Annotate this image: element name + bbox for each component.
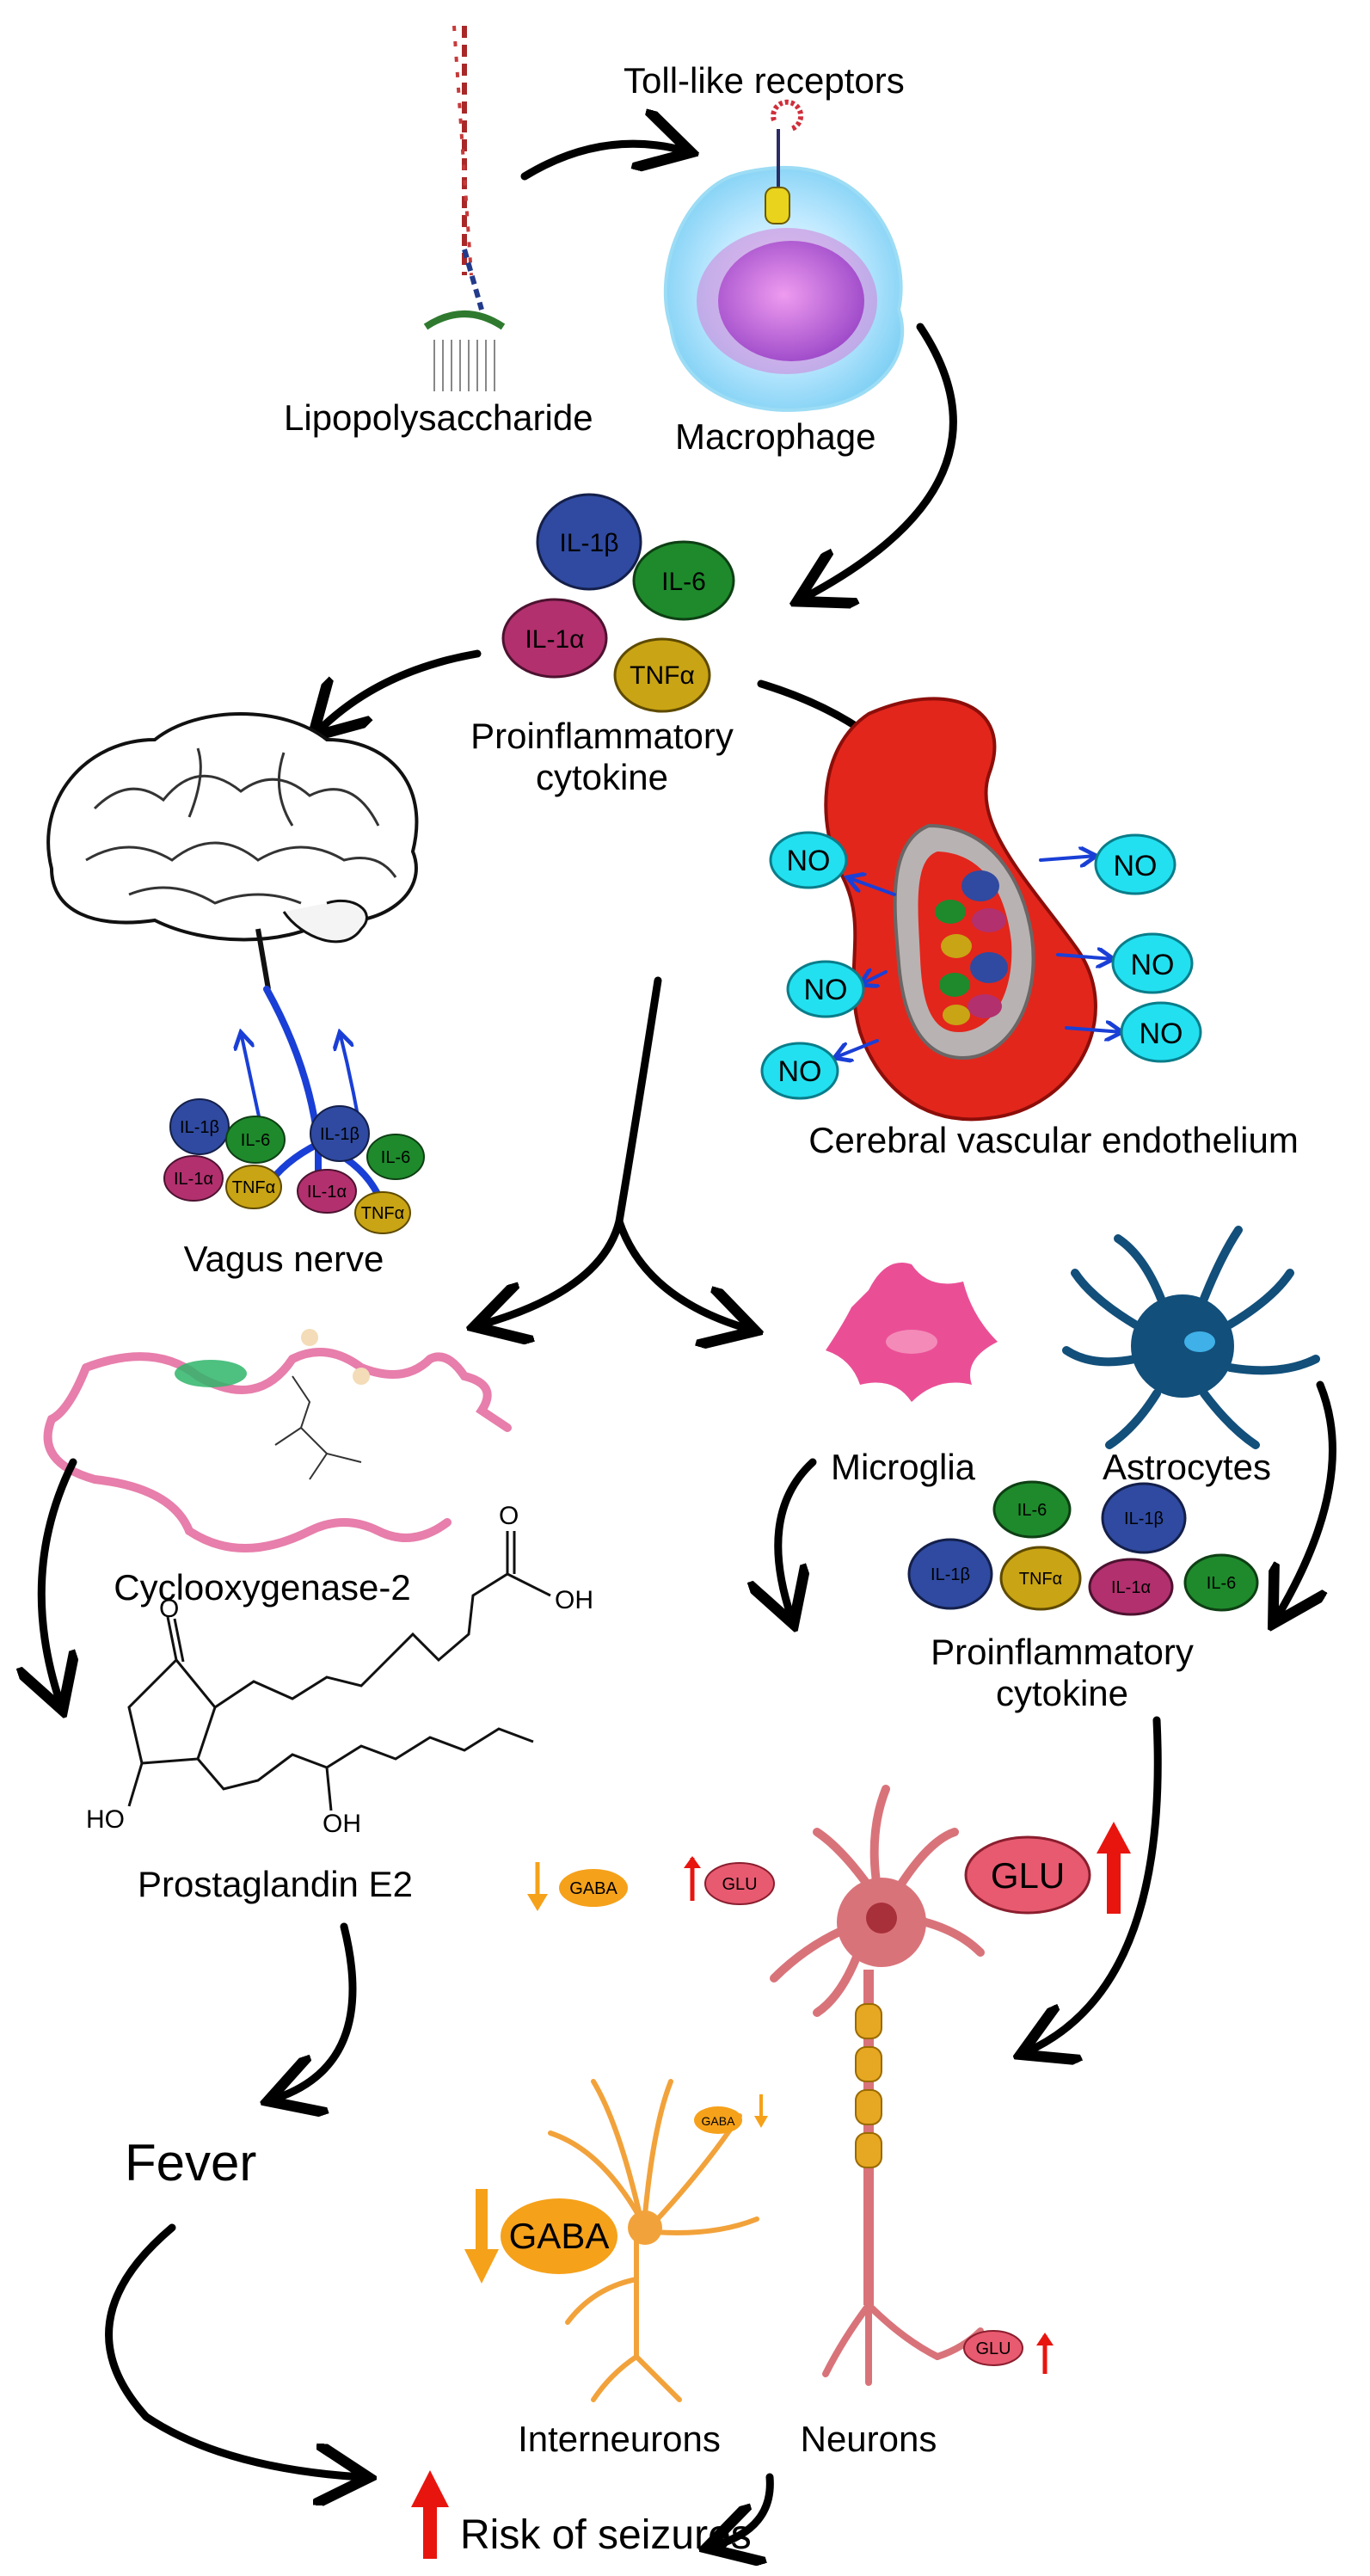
- svg-text:IL-1β: IL-1β: [931, 1565, 970, 1584]
- svg-text:GLU: GLU: [722, 1875, 757, 1894]
- svg-text:IL-6: IL-6: [661, 568, 706, 596]
- neuron-cell: [770, 1785, 985, 2386]
- cytokine-tnfa: TNFα: [613, 637, 711, 713]
- svg-text:IL-1β: IL-1β: [180, 1118, 219, 1137]
- svg-text:NO: NO: [1140, 1017, 1183, 1050]
- no-molecule: NO: [760, 1042, 839, 1100]
- gaba-decrease-tiny: GABA: [694, 2094, 768, 2134]
- arrow-interneurons-to-risk: [714, 2473, 774, 2546]
- cytokine-label-top: cytokine: [536, 757, 668, 797]
- cytokine-il1b: IL-1β: [536, 493, 642, 591]
- arrow-cox2-to-prostaglandin: [41, 1458, 73, 1703]
- cytokine-cluster-vagus: IL-1β IL-6 IL-1α TNFα IL-1β IL-6 IL-1α T…: [163, 1098, 425, 1234]
- blood-vessel: [824, 697, 1097, 1122]
- nitric-oxide-group: NO NO NO NO NO NO: [760, 831, 1202, 1100]
- svg-text:TNFα: TNFα: [361, 1204, 404, 1223]
- no-molecule: NO: [786, 960, 865, 1018]
- prostaglandin-e2-structure: [127, 1531, 551, 1811]
- arrow-cytokine-to-neurons: [1028, 1716, 1162, 2051]
- svg-text:TNFα: TNFα: [1019, 1570, 1062, 1589]
- acid-o-label: O: [499, 1502, 519, 1530]
- svg-text:IL-1α: IL-1α: [525, 625, 584, 654]
- svg-text:IL-1β: IL-1β: [560, 529, 619, 557]
- svg-text:TNFα: TNFα: [232, 1178, 275, 1197]
- no-molecule: NO: [769, 831, 848, 889]
- arrow-lps-to-tlr: [520, 144, 684, 181]
- arrow-to-microglia: [615, 1217, 748, 1329]
- svg-text:NO: NO: [1131, 949, 1175, 981]
- risk-of-seizures-label: Risk of seizures: [460, 2512, 752, 2558]
- glu-increase-neuron: GLU: [963, 2330, 1054, 2374]
- macrophage-label: Macrophage: [675, 416, 875, 457]
- no-molecule: NO: [1120, 1001, 1202, 1063]
- svg-text:GABA: GABA: [702, 2114, 736, 2128]
- cytokine-il1a: IL-1α: [501, 598, 608, 679]
- svg-text:NO: NO: [804, 974, 848, 1006]
- arrow-macrophage-to-cytokine: [804, 323, 957, 598]
- svg-text:IL-6: IL-6: [381, 1148, 410, 1167]
- cyclooxygenase-2-protein: [43, 1329, 512, 1552]
- svg-text:NO: NO: [1114, 850, 1158, 882]
- svg-text:IL-6: IL-6: [1207, 1574, 1236, 1593]
- cytokine-label-bottom: cytokine: [996, 1673, 1128, 1713]
- acid-oh-label: OH: [555, 1586, 593, 1614]
- cytokine-cluster-bottom: IL-6 IL-1β IL-1β TNFα IL-1α IL-6: [907, 1480, 1259, 1616]
- svg-text:TNFα: TNFα: [630, 661, 695, 690]
- svg-text:IL-1α: IL-1α: [174, 1170, 213, 1189]
- gaba-decrease-large: GABA: [464, 2189, 617, 2284]
- svg-text:NO: NO: [778, 1055, 822, 1088]
- lipopolysaccharide-label: Lipopolysaccharide: [284, 397, 593, 438]
- toll-like-receptor: [765, 99, 804, 224]
- arrow-cytokine-to-brain: [318, 649, 482, 731]
- cytokine-il6: IL-6: [632, 540, 735, 621]
- microglia-label: Microglia: [831, 1447, 976, 1487]
- svg-text:IL-1α: IL-1α: [1111, 1578, 1151, 1597]
- gaba-decrease-small: GABA: [527, 1862, 628, 1911]
- arrow-fever-to-risk: [105, 2223, 361, 2477]
- ho-label: HO: [86, 1805, 125, 1834]
- microglia-cell: [826, 1263, 998, 1402]
- svg-text:IL-1β: IL-1β: [1124, 1509, 1164, 1528]
- svg-text:GABA: GABA: [509, 2216, 610, 2256]
- no-molecule: NO: [1111, 932, 1194, 994]
- risk-increase-icon: [411, 2470, 449, 2559]
- proinflammatory-label-bottom: Proinflammatory: [931, 1632, 1194, 1672]
- svg-text:GLU: GLU: [975, 2339, 1011, 2358]
- svg-text:IL-1β: IL-1β: [320, 1125, 359, 1144]
- brain-illustration: [46, 712, 419, 990]
- fever-label: Fever: [125, 2134, 256, 2192]
- glu-increase-small: GLU: [684, 1856, 775, 1905]
- interneurons-label: Interneurons: [518, 2419, 721, 2459]
- toll-like-receptors-label: Toll-like receptors: [624, 60, 905, 101]
- svg-text:NO: NO: [787, 845, 831, 877]
- lipopolysaccharide-molecule: [423, 25, 506, 391]
- ketone-o-label: O: [159, 1595, 179, 1623]
- cyclooxygenase-2-label: Cyclooxygenase-2: [114, 1567, 411, 1608]
- macrophage-cell: [663, 99, 905, 412]
- prostaglandin-e2-label: Prostaglandin E2: [138, 1864, 413, 1904]
- arrow-to-cox2: [482, 976, 662, 1325]
- vessel-cytokines: [935, 870, 1008, 1025]
- vagus-nerve-label: Vagus nerve: [184, 1239, 384, 1279]
- neurons-label: Neurons: [801, 2419, 937, 2459]
- arrow-microglia-to-cytokine: [778, 1458, 817, 1617]
- glu-increase-large: GLU: [964, 1822, 1131, 1915]
- svg-text:IL-6: IL-6: [1017, 1501, 1047, 1520]
- svg-text:IL-6: IL-6: [241, 1131, 270, 1150]
- svg-text:GABA: GABA: [569, 1879, 617, 1898]
- astrocyte-cell: [1062, 1226, 1320, 1449]
- arrow-astrocytes-to-cytokine: [1277, 1380, 1336, 1617]
- oh-label: OH: [323, 1810, 361, 1838]
- svg-text:IL-1α: IL-1α: [307, 1183, 347, 1202]
- cerebral-vascular-endothelium-label: Cerebral vascular endothelium: [808, 1120, 1299, 1160]
- astrocytes-label: Astrocytes: [1103, 1447, 1271, 1487]
- arrow-prostaglandin-to-fever: [275, 1922, 357, 2099]
- svg-text:GLU: GLU: [991, 1855, 1065, 1896]
- no-molecule: NO: [1094, 833, 1176, 895]
- proinflammatory-label-top: Proinflammatory: [470, 716, 734, 756]
- cytokine-cluster-top: IL-1β IL-6 IL-1α TNFα: [501, 493, 735, 713]
